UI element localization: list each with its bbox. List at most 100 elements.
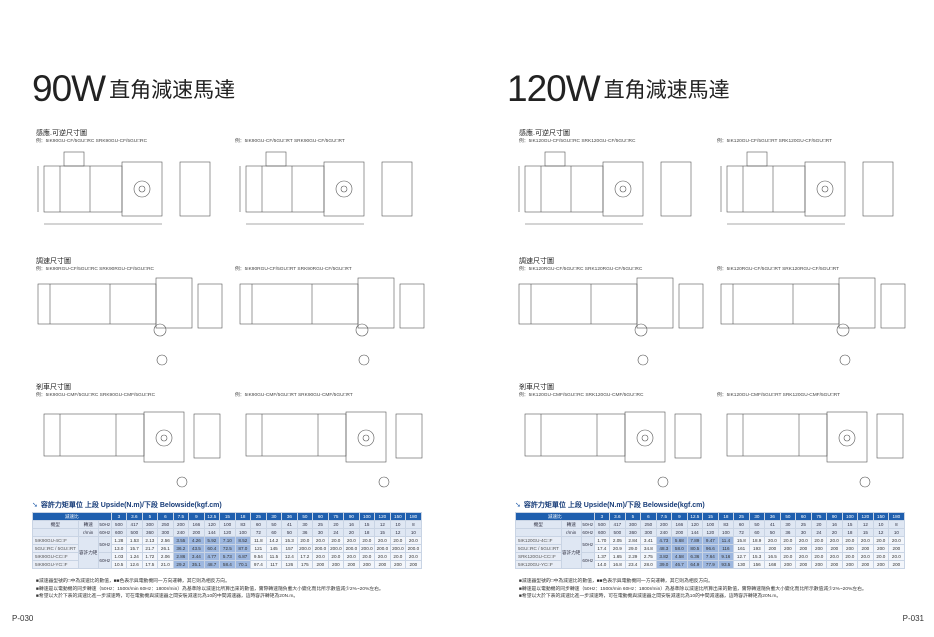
ratio-cell: 15 [702, 512, 719, 521]
table-cell: 20 [810, 520, 828, 529]
ratio-cell: 3 [110, 512, 128, 521]
table-cell: 200 [764, 544, 781, 553]
table-cell: 20.0 [312, 536, 329, 545]
ratio-cell: 30 [265, 512, 283, 521]
table-cell: 240 [655, 528, 673, 537]
notes: ■減速器型號的□中為減速比的數值，■■色表示與電動機同一方向運轉，其它則為相反方… [519, 578, 867, 601]
table-cell: 200 [826, 560, 843, 569]
table-cell: 9.16 [717, 552, 735, 561]
table-cell: 168 [764, 560, 781, 569]
table-cell: 300 [141, 520, 159, 529]
section-label: 調速尺寸圖 [36, 258, 71, 265]
table-cell: 12 [872, 528, 890, 537]
table-cell: 50 [265, 520, 283, 529]
table-cell: 50 [748, 520, 766, 529]
table-cell: 20.0 [779, 536, 797, 545]
notes: ■減速器型號的□中為減速比的數值，■■色表示與電動機同一方向運轉，其它則為相反方… [36, 578, 384, 601]
table-cell: 60 [748, 528, 766, 537]
dimension-drawing [713, 144, 913, 244]
table-cell: 15 [841, 520, 859, 529]
table-cell: 2.86 [172, 552, 190, 561]
table-cell: 20 [343, 528, 360, 537]
table-cell: 20.0 [327, 536, 345, 545]
ratio-cell: 9 [188, 512, 205, 521]
ratio-cell: 12.5 [686, 512, 704, 521]
table-cell: 9.47 [702, 536, 719, 545]
dimension-drawing [30, 272, 230, 372]
ratio-cell: 150 [389, 512, 407, 521]
table-cell: 200 [810, 560, 828, 569]
table-cell: 15.3 [281, 536, 298, 545]
ratio-cell: 180 [405, 512, 422, 521]
table-cell: 23.4 [624, 560, 642, 569]
table-cell: 12 [389, 528, 407, 537]
ratio-cell: 75 [327, 512, 345, 521]
table-cell: 417 [609, 520, 626, 529]
table-cell: 15.8 [733, 536, 750, 545]
table-cell: 12.4 [281, 552, 298, 561]
note-line: ■減速器型號的□中為減速比的數值，■■色表示與電動機同一方向運轉，其它則為相反方… [36, 579, 230, 584]
table-title: ➘容許力矩單位 上段 Upside(N.m)/下段 Belowside(kgf.… [515, 502, 705, 509]
table-cell: 20.0 [312, 552, 329, 561]
table-cell: 30 [795, 528, 812, 537]
table-cell: 161 [733, 544, 750, 553]
table-cell: 9.54 [250, 552, 267, 561]
ratio-cell: 5 [624, 512, 642, 521]
table-cell: 21.7 [141, 544, 159, 553]
table-cell: 1.72 [141, 552, 159, 561]
model-caption: 例：5IK90GU-CMF/5GU□RC SRK90GU-CMF/5GU□RC [36, 393, 156, 398]
table-cell: 10 [888, 528, 905, 537]
note-line: ■希望以大於下表的減速比進一步減速時，可在電動機與減速器之間安裝減速比為10的中… [36, 594, 299, 599]
title-text: 直角減速馬達 [109, 79, 236, 102]
table-cell: 4.77 [203, 552, 221, 561]
table-cell: 20.0 [327, 552, 345, 561]
table-cell: 30 [779, 520, 797, 529]
table-cell: 600 [593, 528, 611, 537]
table-cell: 34.8 [640, 544, 657, 553]
table-cell: 156 [748, 560, 766, 569]
table-cell: 14.2 [265, 536, 283, 545]
table-cell: 46.7 [671, 560, 688, 569]
table-cell: 50 [764, 528, 781, 537]
table-cell: 157 [281, 544, 298, 553]
table-cell: 97.4 [250, 560, 267, 569]
table-cell: 29.0 [624, 544, 642, 553]
table-cell: 200 [374, 560, 391, 569]
ratio-cell: 120 [374, 512, 391, 521]
ratio-cell: 50 [296, 512, 314, 521]
table-cell: 20.0 [810, 536, 828, 545]
table-cell: 240 [172, 528, 190, 537]
table-cell: 20.0 [872, 536, 890, 545]
table-cell: 14.0 [593, 560, 611, 569]
ratio-cell: 150 [872, 512, 890, 521]
table-cell: 500 [593, 520, 611, 529]
table-cell: 60 [733, 520, 750, 529]
table-cell: 20.0 [826, 536, 843, 545]
table-cell: 200 [327, 560, 345, 569]
table-cell: 200.0 [343, 544, 360, 553]
table-cell: 4.73 [655, 536, 673, 545]
dimension-drawing [232, 398, 432, 496]
table-cell: 28.0 [640, 560, 657, 569]
table-cell: 4.58 [671, 552, 688, 561]
table-cell: 1.28 [110, 536, 128, 545]
table-cell: 120 [686, 520, 704, 529]
table-cell: 15.7 [126, 544, 143, 553]
table-cell: 15 [358, 520, 376, 529]
table-cell: 200 [655, 520, 673, 529]
table-cell: 6.36 [686, 552, 704, 561]
table-cell: 200 [405, 560, 422, 569]
table-cell: 13.0 [110, 544, 128, 553]
arrow-icon: ➘ [515, 502, 521, 509]
ratio-cell: 60 [795, 512, 812, 521]
ratio-cell: 90 [343, 512, 360, 521]
arrow-icon: ➘ [32, 502, 38, 509]
ratio-cell: 25 [733, 512, 750, 521]
section-label: 感應.可逆尺寸圖 [519, 130, 570, 137]
table-cell: 20.0 [810, 552, 828, 561]
table-cell: 20 [826, 528, 843, 537]
ratio-cell: 18 [234, 512, 252, 521]
table-cell: 20.0 [405, 536, 422, 545]
table-cell: 20.0 [857, 536, 874, 545]
